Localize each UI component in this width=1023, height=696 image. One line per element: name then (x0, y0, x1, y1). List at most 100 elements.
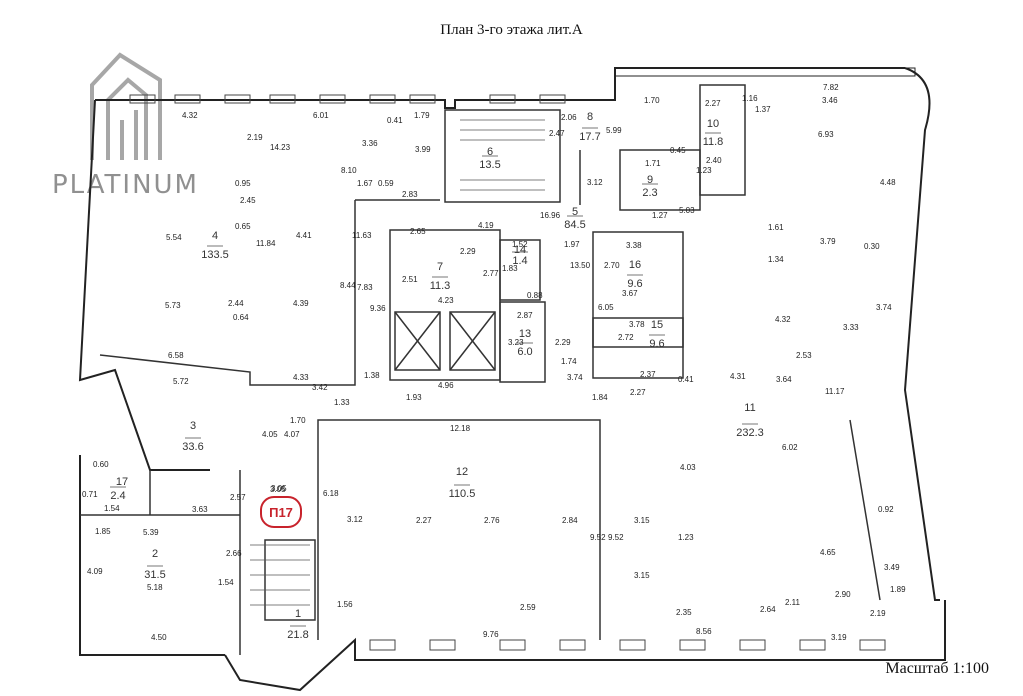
dim-label: 12.18 (450, 424, 471, 433)
dim-label: 0.45 (670, 146, 686, 155)
room-10-area: 11.8 (703, 136, 724, 148)
room-14-area: 1.4 (512, 255, 527, 267)
dim-label: 0.92 (878, 505, 894, 514)
dimension-labels: 4.32 6.01 0.41 1.79 2.19 14.23 3.36 3.99… (82, 83, 906, 642)
dim-label: 1.93 (406, 393, 422, 402)
dim-label: 0.41 (678, 375, 694, 384)
dim-label: 6.58 (168, 351, 184, 360)
dim-label: 5.73 (165, 301, 181, 310)
dim-label: 3.67 (622, 289, 638, 298)
dim-label: 0.59 (378, 179, 394, 188)
room-15-number: 15 (651, 319, 663, 331)
outer-walls (78, 67, 946, 692)
dim-label: 1.34 (768, 255, 784, 264)
dim-label: 3.05 (270, 485, 286, 494)
dim-label: 14.23 (270, 143, 291, 152)
dim-label: 1.33 (334, 398, 350, 407)
dim-label: 2.47 (549, 129, 565, 138)
dim-label: 2.87 (517, 311, 533, 320)
dim-label: 2.76 (484, 516, 500, 525)
room-4-number: 4 (212, 230, 218, 242)
room-3-number: 3 (190, 420, 196, 432)
scale-label: Масштаб 1:100 (885, 660, 989, 677)
room-17-number: 17 (116, 476, 128, 488)
dim-label: 3.63 (192, 505, 208, 514)
dim-label: 4.65 (820, 548, 836, 557)
dim-label: 3.38 (626, 241, 642, 250)
room-2-number: 2 (152, 548, 158, 560)
unit-badge: П17 (260, 496, 302, 528)
dim-label: 6.18 (323, 489, 339, 498)
dim-label: 3.46 (822, 96, 838, 105)
dim-label: 1.23 (678, 533, 694, 542)
dim-label: 1.27 (652, 211, 668, 220)
dim-label: 3.79 (820, 237, 836, 246)
dim-label: 3.15 (634, 516, 650, 525)
dim-label: 0.65 (235, 222, 251, 231)
dim-label: 2.27 (705, 99, 721, 108)
dim-label: 4.48 (880, 178, 896, 187)
dim-label: 4.32 (775, 315, 791, 324)
dim-label: 0.30 (864, 242, 880, 251)
dim-label: 1.56 (337, 600, 353, 609)
dim-label: 2.65 (410, 227, 426, 236)
room-labels: 1 21.8 2 31.5 3 33.6 4 133.5 5 84.5 6 13… (110, 111, 764, 641)
dim-label: 2.44 (228, 299, 244, 308)
dim-label: 1.89 (890, 585, 906, 594)
dim-label: 3.15 (634, 571, 650, 580)
dim-label: 1.74 (561, 357, 577, 366)
dim-label: 1.83 (502, 264, 518, 273)
dim-label: 1.70 (290, 416, 306, 425)
dim-label: 2.57 (230, 493, 246, 502)
dim-label: 13.50 (570, 261, 591, 270)
room-12-number: 12 (456, 466, 468, 478)
dim-label: 1.37 (755, 105, 771, 114)
dim-label: 6.01 (313, 111, 329, 120)
dim-label: 1.85 (95, 527, 111, 536)
dim-label: 2.06 (561, 113, 577, 122)
dim-label: 7.82 (823, 83, 839, 92)
dim-label: 11.17 (825, 387, 845, 396)
dim-label: 1.52 (512, 240, 528, 249)
dim-label: 0.95 (235, 179, 251, 188)
dim-label: 4.50 (151, 633, 167, 642)
dim-label: 1.84 (592, 393, 608, 402)
dim-label: 5.72 (173, 377, 189, 386)
room-8-area: 17.7 (579, 131, 600, 143)
dim-label: 2.51 (402, 275, 418, 284)
dim-label: 5.18 (147, 583, 163, 592)
room-6-area: 13.5 (479, 159, 500, 171)
dim-label: 2.19 (870, 609, 886, 618)
dim-label: 3.74 (876, 303, 892, 312)
dim-label: 11.84 (256, 239, 276, 248)
room-2-area: 31.5 (144, 569, 165, 581)
dim-label: 9.36 (370, 304, 386, 313)
dim-label: 3.64 (776, 375, 792, 384)
dim-label: 4.05 (262, 430, 278, 439)
dim-label: 3.05 (271, 484, 287, 493)
room-11-number: 11 (744, 402, 755, 414)
dim-label: 1.54 (218, 578, 234, 587)
room-1-area: 21.8 (287, 629, 308, 641)
platinum-logo: PLATINUM (52, 52, 197, 200)
room-15-area: 9.6 (649, 338, 664, 350)
dim-label: 3.23 (508, 338, 524, 347)
dim-label: 5.39 (143, 528, 159, 537)
room-6-number: 6 (487, 146, 493, 158)
room-9-area: 2.3 (642, 187, 657, 199)
stairs (250, 119, 545, 606)
dim-label: 4.19 (478, 221, 494, 230)
room-16-area: 9.6 (627, 278, 642, 290)
dim-label: 3.12 (347, 515, 363, 524)
dim-label: 4.23 (438, 296, 454, 305)
dim-label: 8.56 (696, 627, 712, 636)
dim-label: 2.27 (416, 516, 432, 525)
dim-label: 2.90 (835, 590, 851, 599)
window-marks (129, 94, 886, 651)
dim-label: 3.12 (587, 178, 603, 187)
room-1-number: 1 (295, 608, 301, 620)
dim-label: 3.99 (415, 145, 431, 154)
dim-label: 0.88 (527, 291, 543, 300)
room-5-number: 5 (572, 206, 578, 218)
